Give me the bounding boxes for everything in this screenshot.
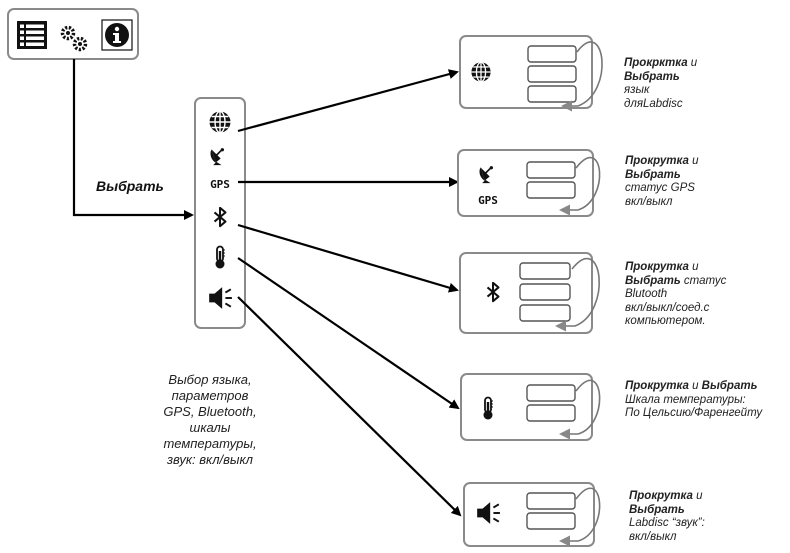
arrow-to-bluetooth	[237, 223, 459, 293]
globe-icon[interactable]	[208, 110, 232, 134]
gps-detail-box: GPS	[457, 149, 601, 217]
gps-caption: GPS	[478, 194, 498, 207]
main-note-line: параметров	[171, 388, 249, 403]
gps-description: Прокрутка и Выбрать статус GPS вкл/выкл	[625, 155, 699, 208]
arrow-to-temperature	[237, 257, 460, 410]
arrow-to-language	[237, 69, 459, 133]
temperature-description: Прокрутка и Выбрать Шкала температуры: П…	[625, 380, 763, 419]
language-detail-box	[459, 35, 603, 112]
language-description: Прокрктка и Выбрать язык дляLabdisc	[624, 57, 698, 110]
main-note-line: звук: вкл/выкл	[167, 452, 253, 467]
select-label: Выбрать	[96, 178, 164, 194]
sound-description: Прокрутка и Выбрать Labdisc “звук”: вкл/…	[629, 490, 705, 543]
toolbar-panel	[7, 8, 139, 60]
main-note-line: Выбор языка,	[168, 372, 252, 387]
main-note-line: GPS, Bluetooth,	[163, 404, 257, 419]
settings-icon-panel: GPS	[194, 97, 246, 329]
bluetooth-detail-box	[459, 252, 600, 334]
select-connector-arrow	[72, 59, 194, 220]
scroll-loop-arrow	[559, 487, 601, 547]
info-icon[interactable]	[101, 19, 133, 51]
main-note-line: температуры,	[163, 436, 257, 451]
arrow-to-sound	[237, 296, 462, 517]
gears-icon[interactable]	[60, 25, 88, 52]
sound-detail-box	[463, 482, 601, 547]
bluetooth-description: Прокрутка и Выбрать статус Blutooth вкл/…	[625, 261, 727, 327]
scroll-loop-arrow	[559, 156, 601, 216]
scroll-loop-arrow	[561, 41, 603, 112]
thermometer-icon[interactable]	[214, 245, 226, 270]
thermometer-icon	[482, 396, 494, 421]
menu-list-icon[interactable]	[17, 21, 47, 49]
main-note: Выбор языка, параметров GPS, Bluetooth, …	[150, 372, 270, 468]
globe-icon	[470, 61, 492, 83]
temperature-detail-box	[460, 373, 601, 441]
main-note-line: шкалы	[189, 420, 231, 435]
gps-caption: GPS	[210, 178, 230, 191]
scroll-loop-arrow	[555, 257, 600, 332]
scroll-loop-arrow	[559, 379, 601, 440]
